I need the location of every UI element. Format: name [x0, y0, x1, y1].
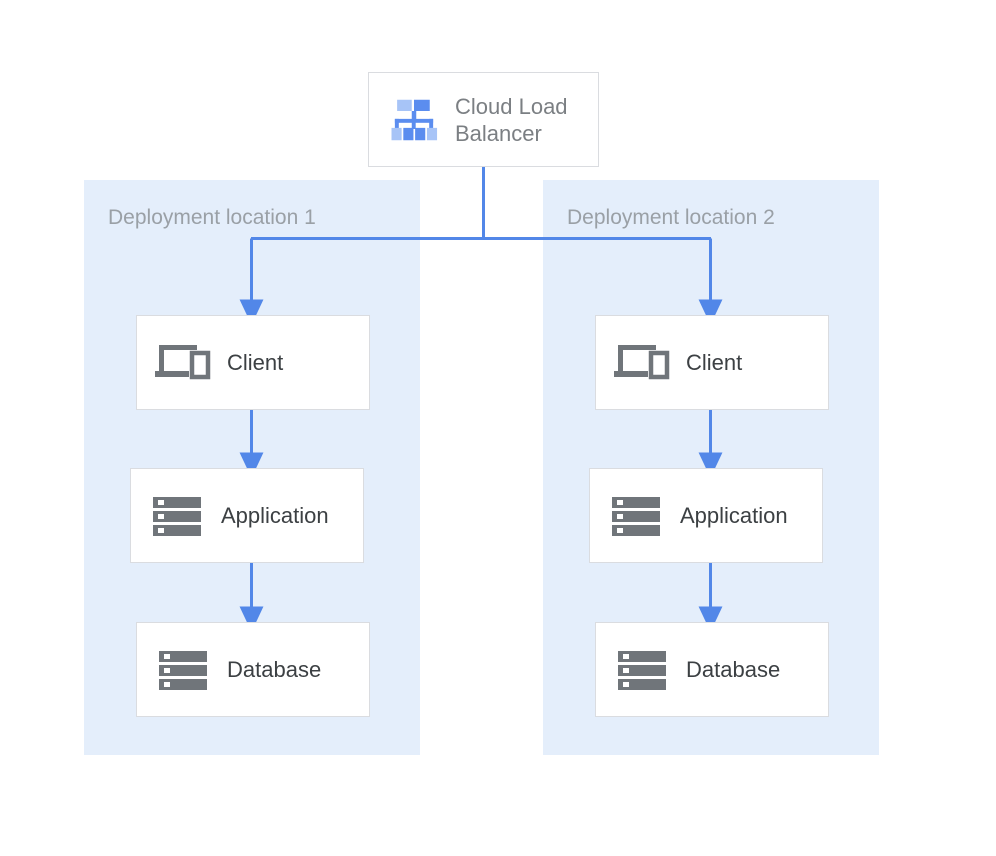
node-application-1[interactable]: Application [130, 468, 364, 563]
server-stack-icon [614, 646, 670, 694]
node-database-2[interactable]: Database [595, 622, 829, 717]
node-label-database-2: Database [686, 657, 781, 682]
node-application-2[interactable]: Application [589, 468, 823, 563]
server-stack-icon [149, 492, 205, 540]
load-balancer-icon [387, 93, 441, 147]
node-label-application-1: Application [221, 503, 329, 528]
node-label-client-1: Client [227, 350, 284, 375]
node-cloud-load-balancer[interactable]: Cloud Load Balancer [368, 72, 599, 167]
node-client-1[interactable]: Client [136, 315, 370, 410]
node-label-client-2: Client [686, 350, 743, 375]
node-label-application-2: Application [680, 503, 788, 528]
server-stack-icon [155, 646, 211, 694]
node-label-database-1: Database [227, 657, 322, 682]
node-client-2[interactable]: Client [595, 315, 829, 410]
server-stack-icon [608, 492, 664, 540]
client-devices-icon [614, 339, 670, 387]
zone-label-deployment-location-2: Deployment location 2 [567, 206, 775, 229]
node-database-1[interactable]: Database [136, 622, 370, 717]
client-devices-icon [155, 339, 211, 387]
node-label-cloud-load-balancer: Cloud Load Balancer [455, 93, 568, 146]
zone-label-deployment-location-1: Deployment location 1 [108, 206, 316, 229]
